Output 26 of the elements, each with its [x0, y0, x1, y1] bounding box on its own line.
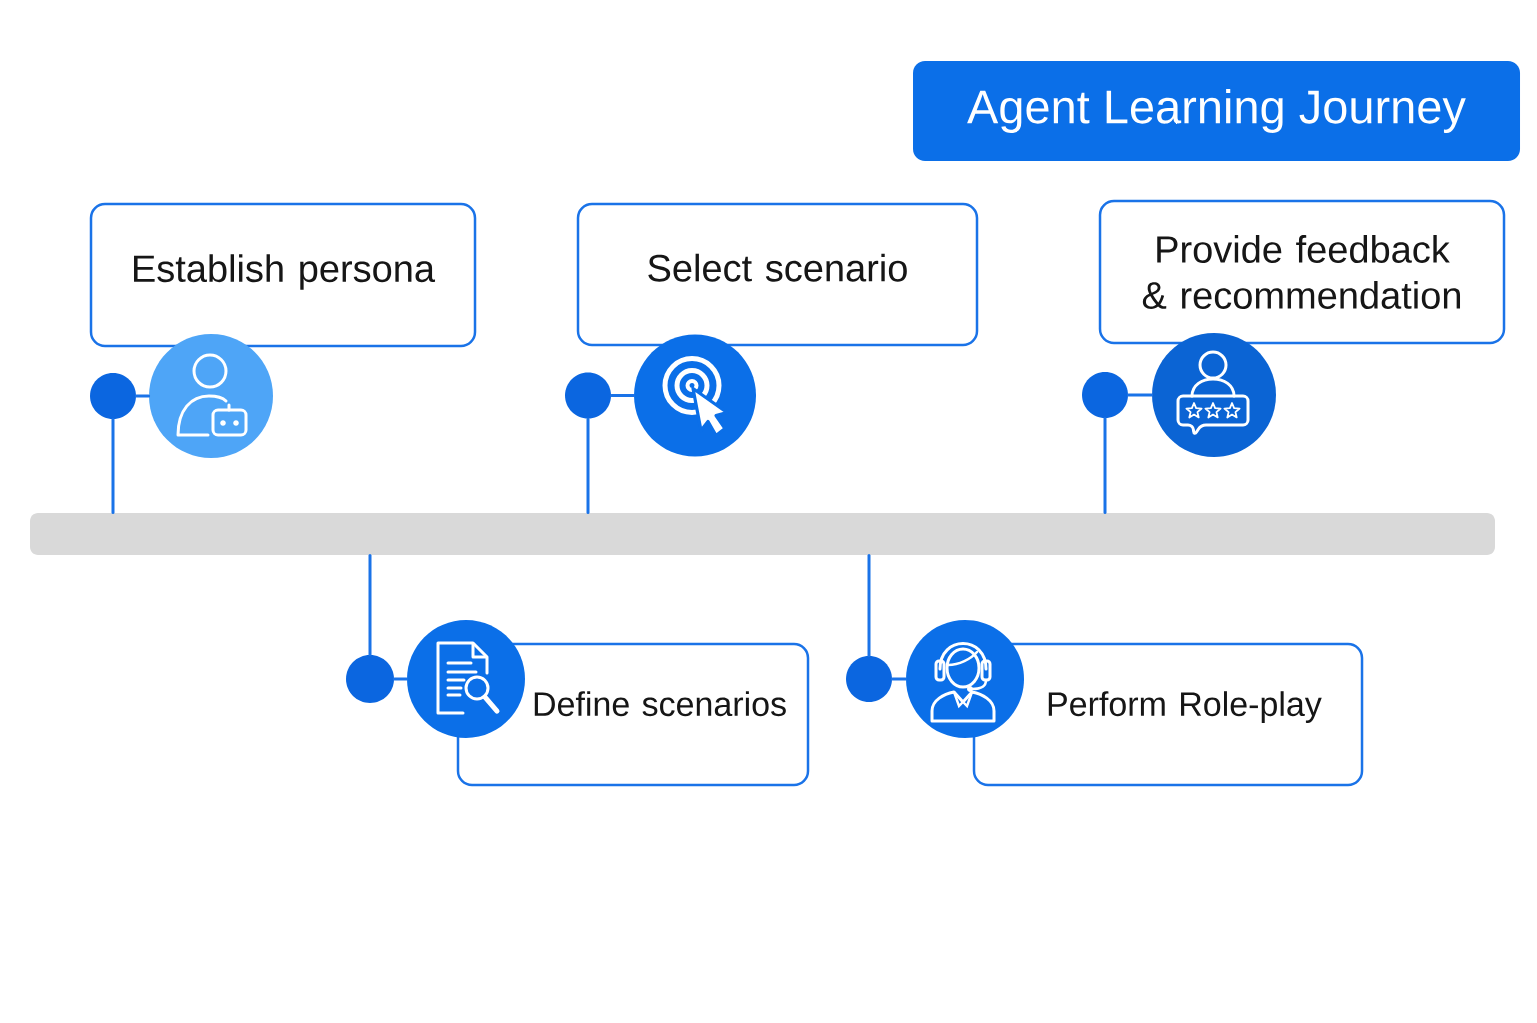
- connector-line: [609, 394, 636, 397]
- document-search-icon: [407, 620, 525, 738]
- connector-line: [111, 417, 115, 515]
- timeline-dot: [346, 655, 394, 703]
- step-box: Establish persona: [89, 202, 477, 348]
- connector-line: [890, 677, 908, 681]
- connector-line: [1126, 393, 1154, 397]
- timeline-bar: [30, 513, 1495, 555]
- connector-line: [392, 677, 409, 681]
- timeline-dot: [846, 656, 892, 702]
- connector-line: [134, 394, 151, 398]
- timeline-dot: [1082, 372, 1128, 418]
- headset-user-icon: [906, 620, 1024, 738]
- connector-line: [586, 417, 590, 515]
- step-box: Select scenario: [576, 202, 979, 347]
- connector-line: [1103, 416, 1107, 515]
- target-cursor-icon: [634, 334, 756, 457]
- step-box: Perform Role-play: [972, 642, 1364, 787]
- timeline-dot: [565, 372, 611, 419]
- timeline-dot: [90, 373, 136, 419]
- connector-line: [368, 553, 372, 657]
- step-box: Provide feedback & recommendation: [1098, 199, 1506, 345]
- connector-line: [867, 553, 871, 658]
- user-robot-icon: [149, 334, 273, 458]
- title-banner: Agent Learning Journey: [913, 61, 1520, 161]
- user-rating-icon: [1152, 333, 1276, 457]
